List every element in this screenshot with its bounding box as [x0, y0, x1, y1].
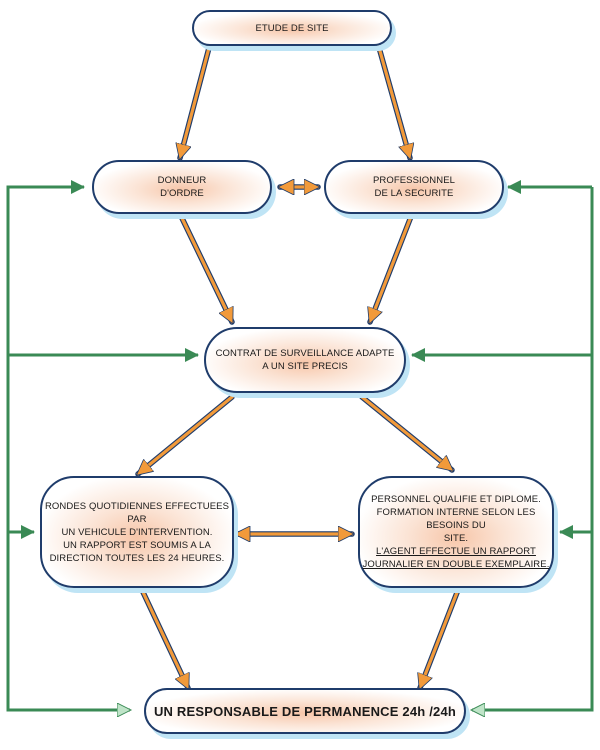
rondes-line4: DIRECTION TOUTES LES 24 HEURES. — [49, 552, 225, 564]
professionnel-line2: DE LA SECURITE — [374, 188, 454, 199]
node-personnel-qualifie: PERSONNEL QUALIFIE ET DIPLOME. FORMATION… — [358, 476, 554, 588]
rondes-line2: UN VEHICULE D'INTERVENTION. — [61, 526, 213, 538]
arrow-rondes-to-responsable — [140, 588, 188, 688]
rondes-line1: RONDES QUOTIDIENNES EFFECTUEES PAR — [44, 500, 230, 525]
left-feedback-loop — [6, 180, 199, 710]
donneur-line1: DONNEUR — [157, 175, 207, 186]
personnel-line1: PERSONNEL QUALIFIE ET DIPLOME. — [371, 494, 541, 505]
responsable-line1: UN RESPONSABLE DE PERMANENCE 24h /24h — [153, 703, 457, 719]
contrat-line1: CONTRAT DE SURVEILLANCE ADAPTE — [215, 348, 395, 359]
arrow-contrat-to-personnel — [360, 395, 452, 470]
personnel-line3: SITE. — [443, 533, 469, 544]
personnel-line4: L'AGENT EFFECTUE UN RAPPORT — [376, 546, 536, 557]
personnel-line5: JOURNALIER EN DOUBLE EXEMPLAIRE. — [362, 559, 550, 570]
rondes-line3: UN RAPPORT EST SOUMIS A LA — [63, 539, 211, 551]
orange-flow-arrows — [138, 42, 460, 688]
donneur-line2: D'ORDRE — [160, 188, 204, 199]
left-frame-line — [6, 185, 130, 710]
right-frame-line — [472, 187, 594, 710]
arrow-etude-to-donneur — [180, 42, 212, 158]
arrow-professionnel-to-contrat — [370, 212, 414, 322]
node-rondes-quotidiennes: RONDES QUOTIDIENNES EFFECTUEES PAR UN VE… — [40, 476, 234, 588]
personnel-line2: FORMATION INTERNE SELON LES BESOINS DU — [376, 507, 536, 531]
arrow-contrat-to-rondes — [138, 395, 234, 474]
node-contrat-surveillance: CONTRAT DE SURVEILLANCE ADAPTE A UN SITE… — [204, 327, 406, 393]
arrow-etude-to-professionnel — [376, 42, 410, 158]
right-feedback-loop — [411, 180, 594, 710]
professionnel-line1: PROFESSIONNEL — [372, 175, 456, 186]
node-professionnel-securite: PROFESSIONNEL DE LA SECURITE — [324, 160, 504, 214]
arrow-personnel-to-responsable — [420, 588, 460, 688]
etude-line1: ETUDE DE SITE — [255, 22, 329, 34]
node-donneur-d-ordre: DONNEUR D'ORDRE — [92, 160, 272, 214]
node-etude-de-site: ETUDE DE SITE — [192, 10, 392, 46]
contrat-line2: A UN SITE PRECIS — [262, 361, 348, 372]
arrow-donneur-to-contrat — [178, 212, 234, 322]
node-responsable-permanence: UN RESPONSABLE DE PERMANENCE 24h /24h — [144, 688, 466, 734]
